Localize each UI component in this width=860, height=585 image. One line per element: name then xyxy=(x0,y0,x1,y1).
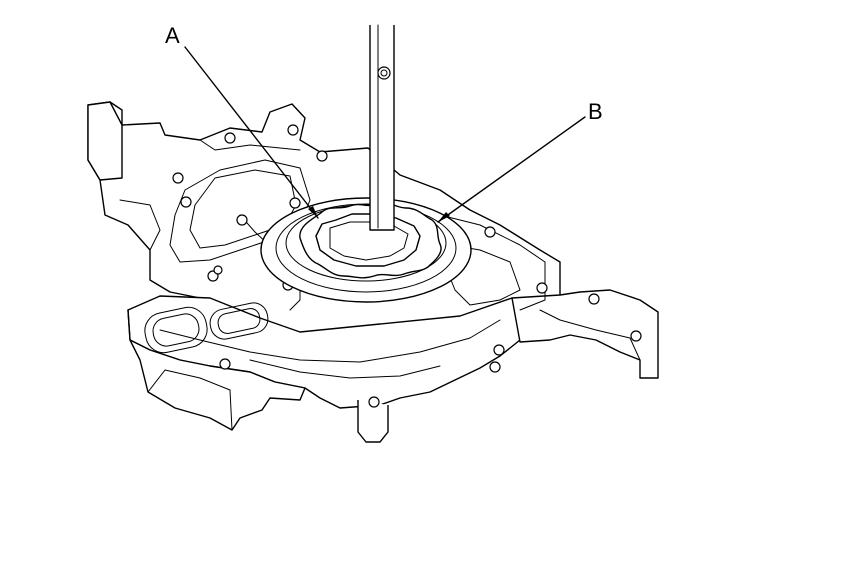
leader-lines xyxy=(184,46,586,223)
leader-line-a xyxy=(184,46,319,219)
leader-line-b xyxy=(437,116,586,223)
rotor-assembly xyxy=(260,197,472,303)
callout-label-a: A xyxy=(165,23,180,48)
arrowhead-b xyxy=(438,212,450,222)
callout-label-b: B xyxy=(588,99,603,124)
bolt-holes xyxy=(172,124,642,408)
arrowhead-a xyxy=(308,206,318,218)
intake-ports xyxy=(144,302,269,354)
tool-shaft xyxy=(369,24,395,231)
